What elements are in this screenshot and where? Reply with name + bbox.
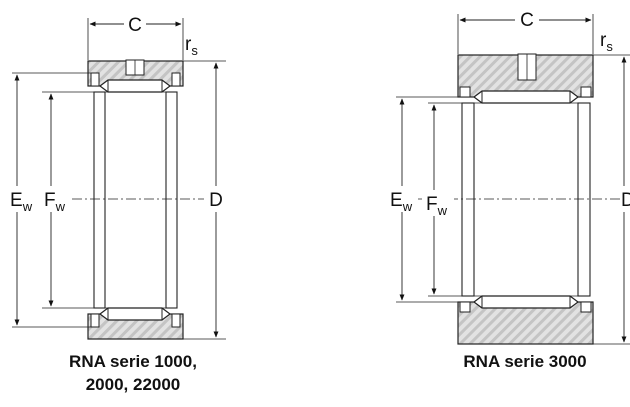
right-outer-ring-top [457,53,594,98]
right-bearing: C rs D Ew Fw [388,6,630,345]
left-caption-line1: RNA serie 1000, [69,352,197,371]
right-label-d: D [621,190,630,211]
left-caption-line2: 2000, 22000 [85,375,181,394]
left-cage-top [99,79,171,93]
left-label-d: D [209,190,223,211]
right-label-ew: Ew [390,190,413,214]
right-outer-ring-bottom [457,301,594,345]
left-bearing-caption: RNA serie 1000, 2000, 22000 [58,350,208,396]
left-bearing: C rs D Ew Fw [8,12,228,340]
left-label-ew: Ew [10,190,33,214]
right-label-rs: rs [600,30,613,54]
right-cage-top [473,90,579,104]
right-caption-line1: RNA serie 3000 [463,352,587,371]
left-label-rs: rs [185,34,198,58]
left-needle-rollers [93,91,178,309]
right-needle-rollers [461,102,591,297]
left-label-c: C [128,15,142,36]
left-label-fw: Fw [44,190,66,214]
right-label-fw: Fw [426,194,448,218]
right-label-c: C [520,10,534,31]
right-cage-bottom [473,295,579,309]
right-bearing-caption: RNA serie 3000 [450,350,600,373]
left-cage-bottom [99,307,171,321]
